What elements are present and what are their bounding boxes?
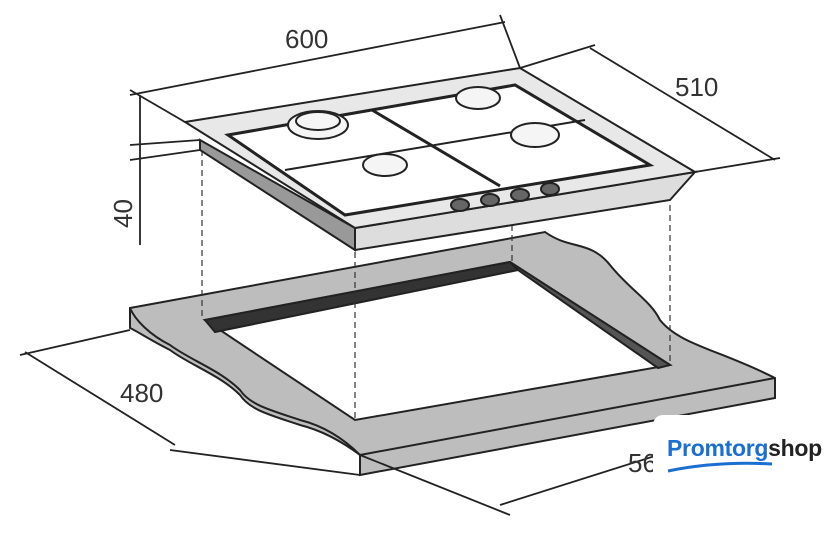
logo-swoosh-icon — [667, 461, 773, 473]
dim-height-label: 40 — [108, 199, 138, 228]
dim-depth-label: 510 — [675, 72, 718, 102]
logo-part1: Promtorg — [667, 435, 769, 461]
dimension-lines — [19, 14, 781, 516]
hob — [182, 66, 698, 252]
logo-part2: shop — [768, 435, 822, 461]
countertop — [129, 230, 776, 477]
guide-lines — [201, 150, 671, 420]
dim-cutout-width-label: 56 — [628, 448, 657, 478]
dim-width-label: 600 — [285, 24, 328, 54]
dim-cutout-depth-label: 480 — [120, 378, 163, 408]
brand-logo: Promtorgshop — [653, 415, 840, 495]
